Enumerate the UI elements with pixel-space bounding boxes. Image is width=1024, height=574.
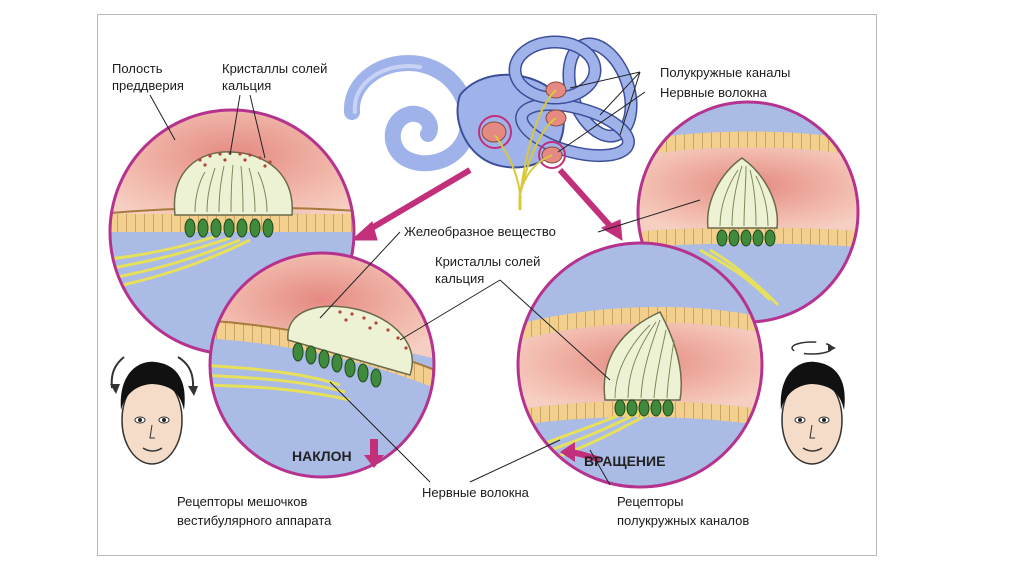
macula-tilt-circle (208, 251, 436, 479)
head-tilt-figure (110, 356, 198, 465)
label-gelatinous-substance: Желеобразное вещество (404, 224, 556, 239)
label-saccule-receptors-1: Рецепторы мешочков (177, 494, 308, 509)
label-canal-receptors-2: полукружных каналов (617, 513, 749, 528)
label-calcium-crystals-mid-2: кальция (435, 271, 484, 286)
direction-arrows (350, 167, 623, 241)
label-tilt: НАКЛОН (292, 448, 352, 464)
ampulla-rotation-circle (516, 241, 764, 489)
label-nerve-fibers-bottom: Нервные волокна (422, 485, 530, 500)
tilt-arrow (370, 439, 378, 457)
label-calcium-crystals-mid-1: Кристаллы солей (435, 254, 540, 269)
head-rotation-figure (780, 341, 845, 465)
label-vestibule-cavity-2: преддверия (112, 78, 184, 93)
labyrinth-illustration (344, 35, 638, 210)
label-rotation: ВРАЩЕНИЕ (584, 453, 665, 469)
label-calcium-crystals-top-2: кальция (222, 78, 271, 93)
label-nerve-fibers-top: Нервные волокна (660, 85, 768, 100)
label-canal-receptors-1: Рецепторы (617, 494, 684, 509)
label-saccule-receptors-2: вестибулярного аппарата (177, 513, 332, 528)
label-vestibule-cavity-1: Полость (112, 61, 163, 76)
labels: Полость преддверия Кристаллы солей кальц… (112, 61, 790, 528)
label-calcium-crystals-top-1: Кристаллы солей (222, 61, 327, 76)
label-semicircular-canals: Полукружные каналы (660, 65, 790, 80)
leader-lines (149, 71, 701, 486)
calcium-crystals (198, 151, 272, 168)
